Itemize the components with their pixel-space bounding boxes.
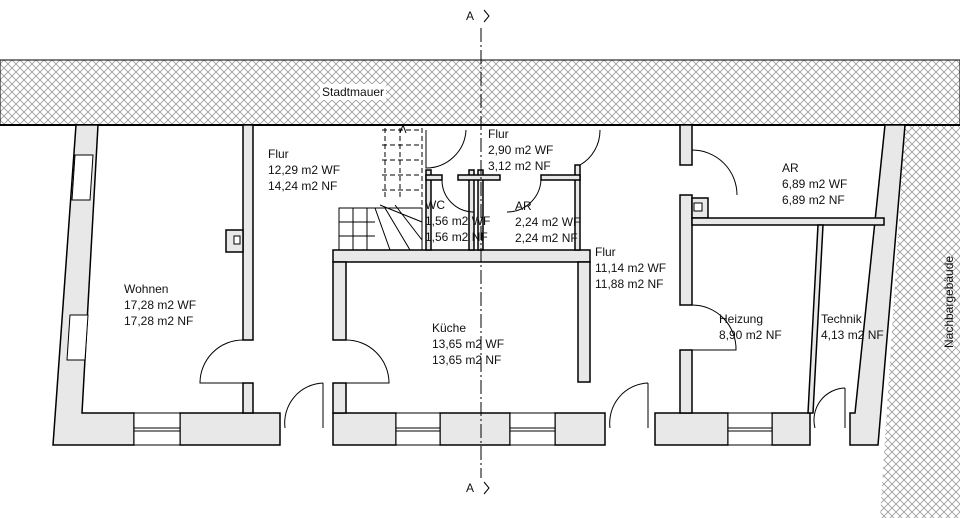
neighbor-label: Nachbargebäude: [942, 255, 956, 348]
doors: [199, 129, 846, 429]
section-mark-top: A: [466, 9, 475, 23]
section-mark-bottom: A: [466, 481, 475, 495]
walls: [52, 124, 906, 446]
staircase: [338, 123, 423, 251]
neighbor-building-hatch: [880, 125, 960, 518]
city-wall-label: Stadtmauer: [320, 84, 387, 100]
city-wall-hatch: [0, 59, 960, 126]
windows: [66, 154, 773, 446]
